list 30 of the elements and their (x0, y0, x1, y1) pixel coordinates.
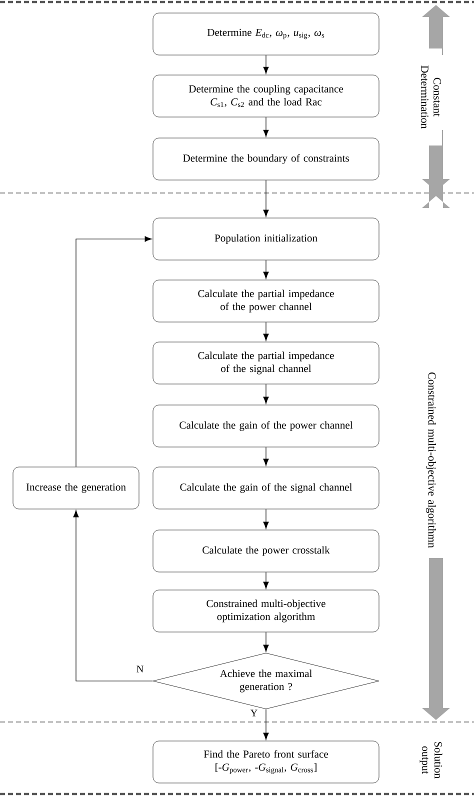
arrow (76, 236, 152, 468)
arrow (263, 446, 269, 466)
process-box: Calculate the power crosstalk (152, 530, 380, 572)
section-label: Constant Determination (420, 48, 442, 146)
arrow (263, 180, 269, 217)
edge-label: N (135, 664, 145, 674)
process-box: Calculate the gain of the power channel (152, 404, 380, 448)
process-box: Calculate the partial impedance of the power channel (152, 280, 380, 322)
arrow (263, 632, 269, 652)
arrow (263, 708, 269, 740)
process-box: Calculate the gain of the signal channel (152, 466, 380, 510)
arrow (263, 384, 269, 404)
arrow (263, 572, 269, 589)
arrow (263, 322, 269, 341)
arrow (263, 116, 269, 137)
section-label: Solution output (418, 733, 444, 787)
process-box: Find the Pareto front surface [-G$_{power}$, -G$_{signal}$, G$_{cross}$] (152, 740, 380, 784)
process-box: Calculate the partial impedance of the signal channel (152, 342, 380, 384)
edge-label: Y (249, 708, 259, 718)
arrow (73, 510, 154, 682)
process-box: Determine the boundary of constraints (152, 138, 380, 180)
process-box: Determine the coupling capacitance C$_{s1}$, C$_{s2}$ and the load Rac (152, 74, 380, 118)
process-box: Determine E$_{dc}$, ω$_{p}$, u$_{sig}$, ω$_{s}$ (152, 12, 380, 56)
arrow (263, 508, 269, 529)
section-label: Constrained multi-objective algorithmn (424, 363, 437, 557)
arrow (263, 54, 269, 74)
process-box: Increase the generation (12, 466, 140, 510)
process-box: Population initialization (152, 218, 380, 260)
arrow (263, 260, 269, 279)
process-box: Constrained multi-objective optimization algorithm (152, 590, 380, 632)
